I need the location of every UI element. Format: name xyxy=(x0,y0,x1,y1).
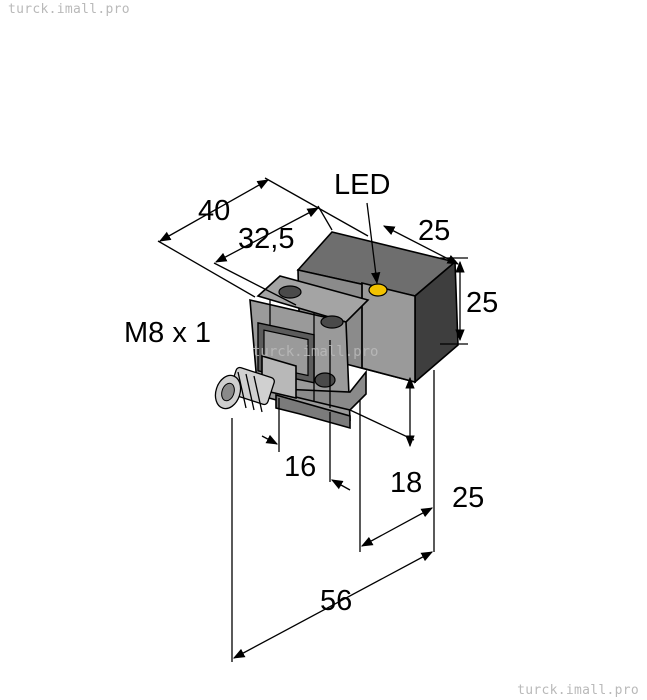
dimension-lines xyxy=(157,177,468,662)
thread-label: M8 x 1 xyxy=(124,317,211,349)
watermark-top: turck.imall.pro xyxy=(8,2,130,17)
dim-25-top: 25 xyxy=(418,215,450,247)
mount-hole xyxy=(314,372,336,388)
led-label: LED xyxy=(334,169,390,201)
mount-hole xyxy=(320,315,344,329)
led-indicator xyxy=(368,283,388,297)
dim-16: 16 xyxy=(284,451,316,483)
dim-25-side: 25 xyxy=(466,287,498,319)
m8-connector xyxy=(214,354,297,413)
dim-40: 40 xyxy=(198,195,230,227)
dim-18: 18 xyxy=(390,467,422,499)
watermark-center: turck.imall.pro xyxy=(252,344,378,360)
dim-25-bottom: 25 xyxy=(452,482,484,514)
mount-hole xyxy=(278,285,302,299)
dim-32-5: 32,5 xyxy=(238,223,294,255)
watermark-bottom: turck.imall.pro xyxy=(517,683,639,698)
dim-56: 56 xyxy=(320,585,352,617)
